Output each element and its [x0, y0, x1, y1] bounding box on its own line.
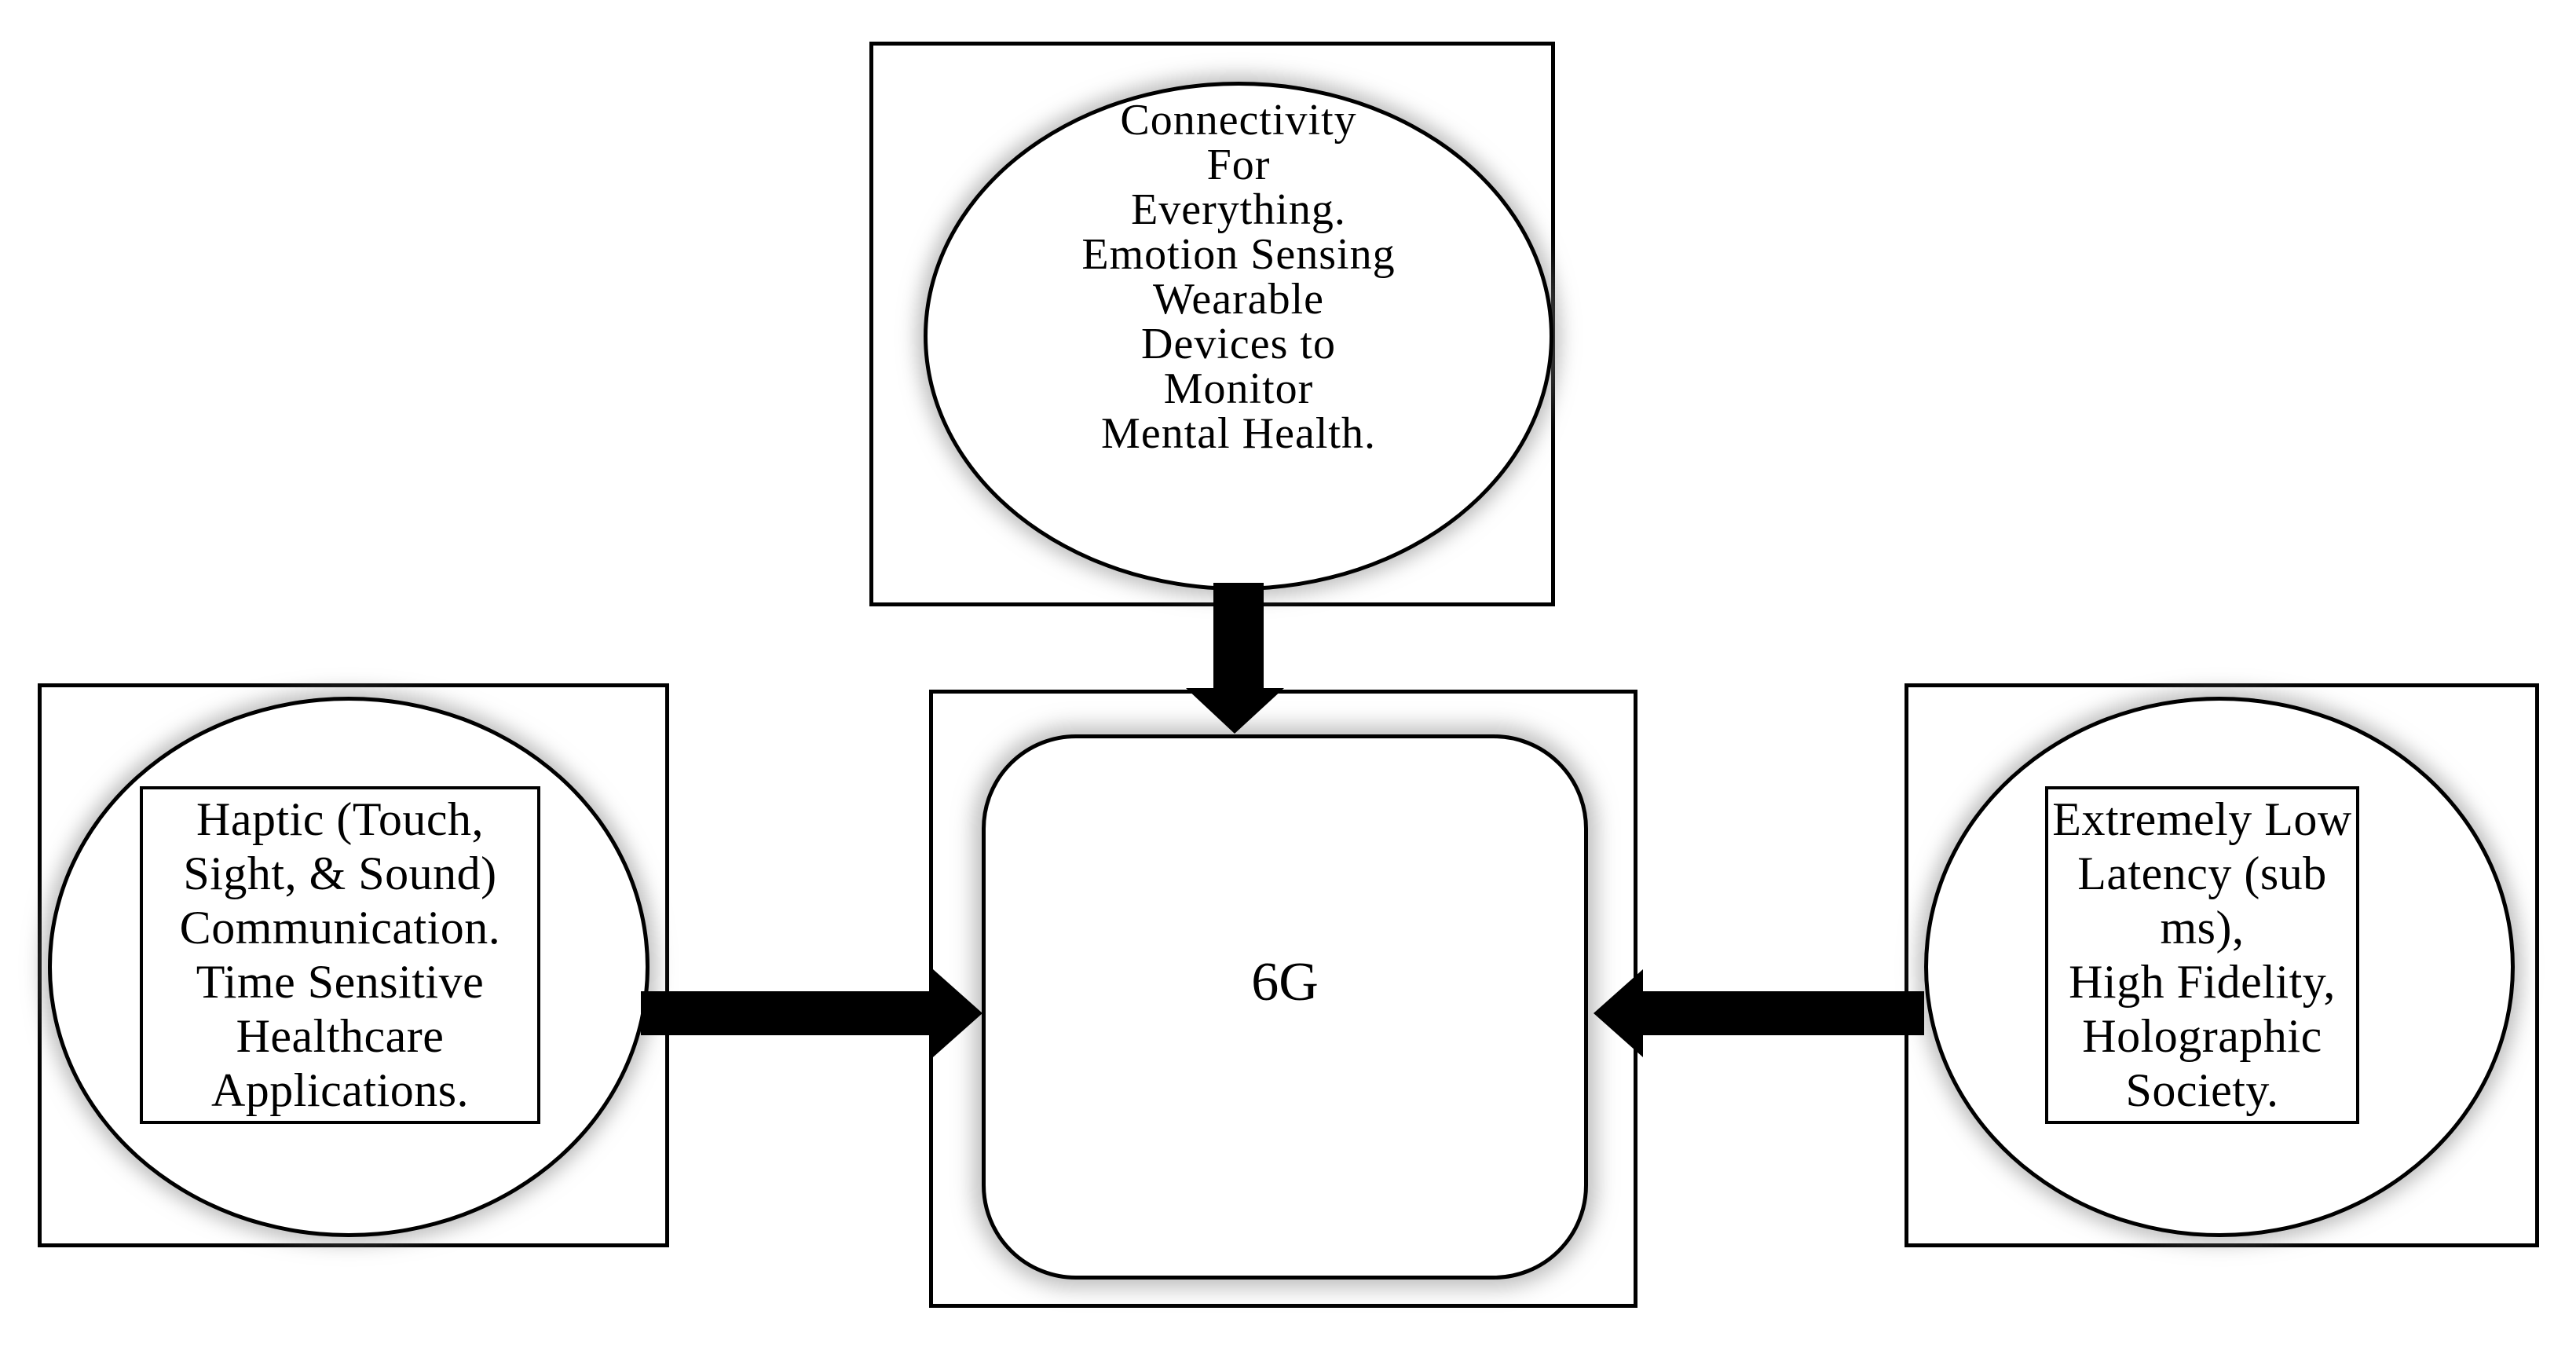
text-line: Latency (sub	[2077, 848, 2327, 899]
left-requirement-box: Haptic (Touch, Sight, & Sound) Communica…	[38, 683, 669, 1247]
text-line: Healthcare	[236, 1010, 445, 1062]
text-line: Wearable	[1153, 275, 1324, 324]
arrow-left-icon	[1594, 969, 1924, 1057]
text-line: Applications.	[210, 1064, 470, 1116]
center-6g-rounded-rect: 6G	[982, 734, 1588, 1280]
top-requirement-ellipse: Connectivity For Everything. Emotion Sen…	[924, 82, 1553, 591]
right-requirement-text-box: Extremely Low Latency (sub ms), High Fid…	[2045, 786, 2359, 1124]
right-requirement-text: Extremely Low Latency (sub ms), High Fid…	[2048, 793, 2356, 1118]
center-6g-box: 6G	[929, 690, 1637, 1308]
text-line: ms),	[2160, 902, 2245, 954]
text-line: Monitor	[1163, 364, 1314, 413]
text-line: High Fidelity,	[2069, 956, 2336, 1008]
text-line: Society.	[2125, 1064, 2279, 1116]
left-requirement-text-box: Haptic (Touch, Sight, & Sound) Communica…	[140, 786, 540, 1124]
text-line: Haptic (Touch,	[196, 793, 484, 845]
text-line: Holographic	[2082, 1010, 2322, 1062]
text-line: Sight, & Sound)	[183, 848, 497, 899]
top-requirement-box: Connectivity For Everything. Emotion Sen…	[869, 42, 1555, 606]
text-line: For	[1206, 141, 1271, 189]
text-line: Extremely Low	[2052, 793, 2352, 845]
text-line: Time Sensitive	[196, 956, 485, 1008]
text-line: Connectivity	[1120, 96, 1357, 145]
top-requirement-text: Connectivity For Everything. Emotion Sen…	[928, 98, 1550, 456]
right-requirement-box: Extremely Low Latency (sub ms), High Fid…	[1905, 683, 2539, 1247]
text-line: Communication.	[179, 902, 501, 954]
text-line: Everything.	[1131, 185, 1346, 234]
left-requirement-text: Haptic (Touch, Sight, & Sound) Communica…	[143, 793, 537, 1118]
center-6g-label: 6G	[1251, 952, 1319, 1012]
text-line: Devices to	[1141, 320, 1336, 368]
text-line: Mental Health.	[1101, 409, 1376, 458]
text-line: Emotion Sensing	[1081, 230, 1396, 279]
